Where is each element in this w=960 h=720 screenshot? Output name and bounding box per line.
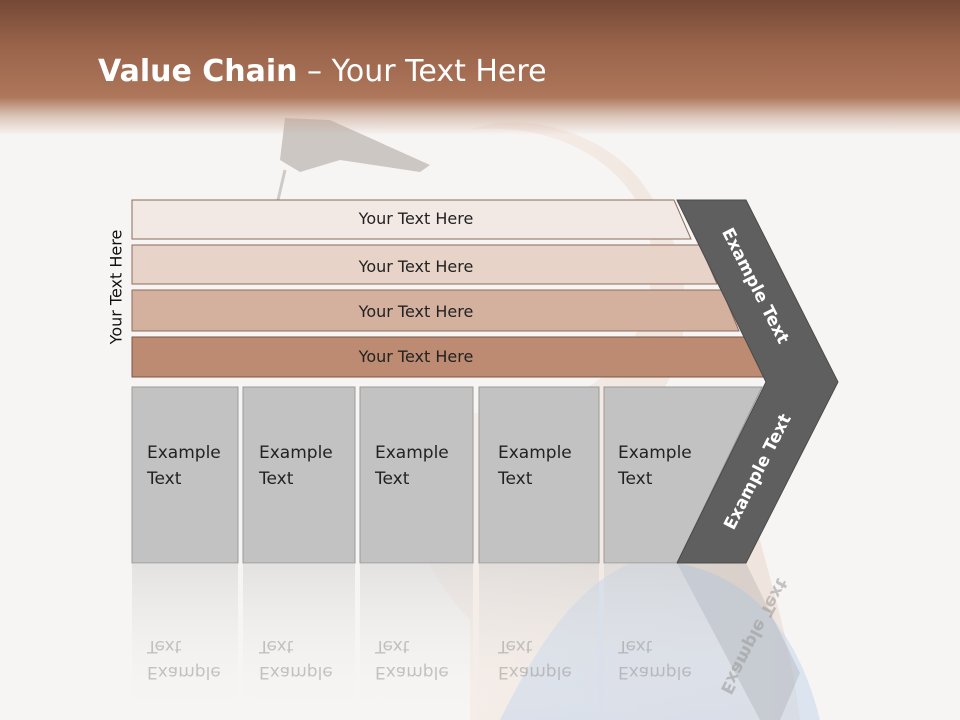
band-shape-1 <box>131 199 692 240</box>
cell-line: Example <box>618 443 692 463</box>
cell-line: Example <box>498 443 572 463</box>
title-bold: Value Chain <box>98 54 298 89</box>
cell-line: Example <box>498 662 572 682</box>
cell-line: Text <box>375 469 410 489</box>
reflection-text: Example Text <box>259 633 333 685</box>
reflection-text: Example Text <box>375 633 449 685</box>
cell-line: Example <box>147 662 221 682</box>
cell-line: Text <box>618 469 653 489</box>
cell-line: Example <box>375 662 449 682</box>
band-shape-3 <box>131 289 740 332</box>
cell-line: Text <box>618 636 653 656</box>
cell-shape-2 <box>242 386 356 564</box>
cell-shape-3 <box>359 386 474 564</box>
title-rest: – Your Text Here <box>297 54 547 89</box>
cell-line: Text <box>498 636 533 656</box>
band-label-3: Your Text Here <box>358 302 474 321</box>
cell-line: Example <box>147 443 221 463</box>
cell-line: Example <box>259 443 333 463</box>
reflection-text: Example Text <box>147 633 221 685</box>
cell-line: Text <box>375 636 410 656</box>
cell-line: Example <box>618 662 692 682</box>
slide-title: Value Chain – Your Text Here <box>98 54 547 89</box>
band-shape-2 <box>131 244 718 285</box>
band-label-1: Your Text Here <box>358 209 474 228</box>
band-label-4: Your Text Here <box>358 347 474 366</box>
cell-line: Text <box>259 636 294 656</box>
cell-line: Text <box>259 469 294 489</box>
cell-shape-4 <box>478 386 600 564</box>
reflection: Example Text Example Text Example Text Exam… <box>0 563 960 720</box>
cell-line: Text <box>147 469 182 489</box>
title-banner <box>0 0 960 135</box>
band-label-2: Your Text Here <box>358 257 474 276</box>
cell-line: Example <box>259 662 333 682</box>
cell-line: Text <box>498 469 533 489</box>
reflection-text: Example Text <box>498 633 572 685</box>
reflection-text: Example Text <box>618 633 692 685</box>
cell-line: Example <box>375 443 449 463</box>
chevron-shape <box>676 199 839 564</box>
cell-line: Text <box>147 636 182 656</box>
